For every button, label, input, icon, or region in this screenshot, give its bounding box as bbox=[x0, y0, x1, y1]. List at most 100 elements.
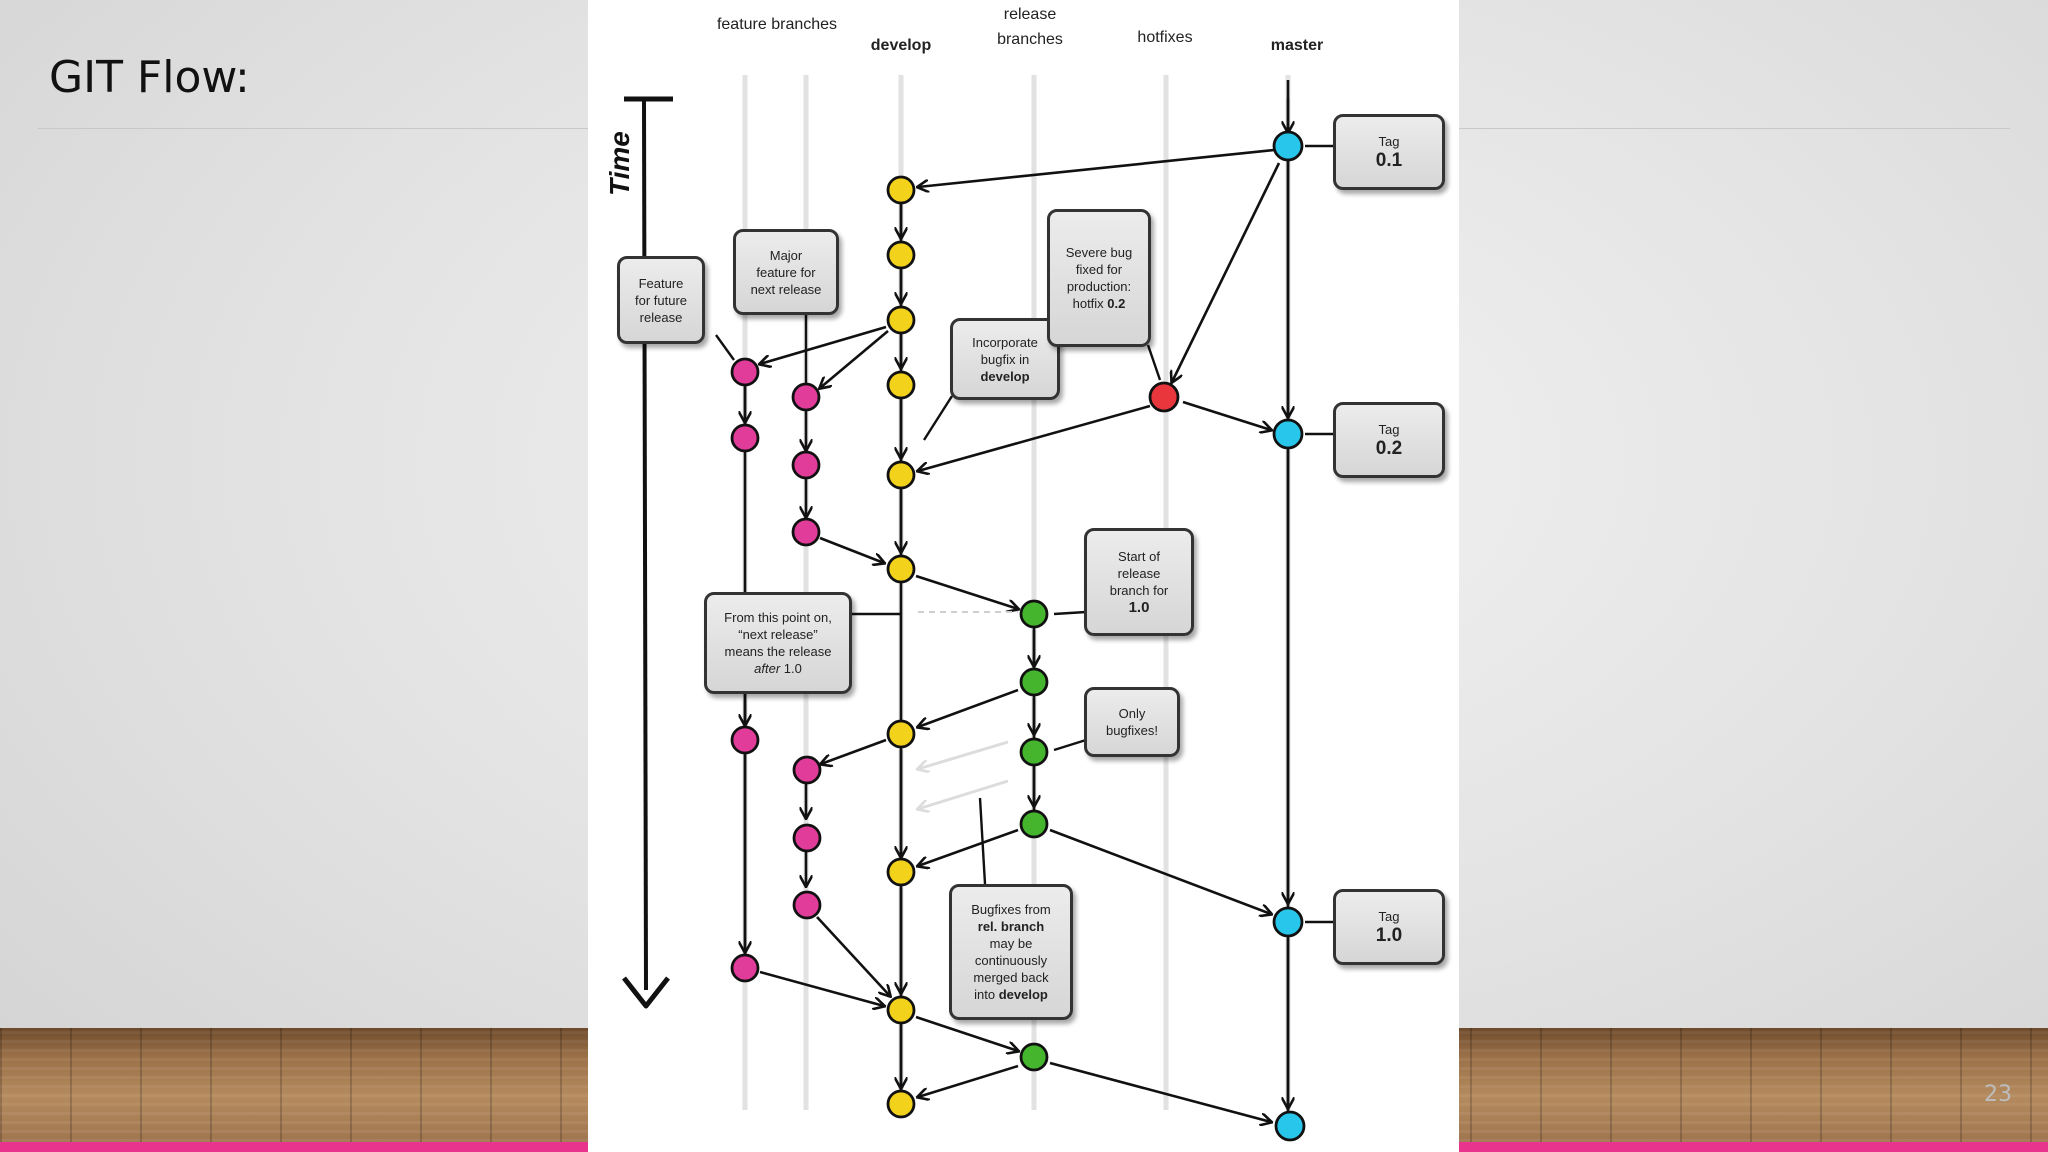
release-commit-4 bbox=[1019, 809, 1049, 839]
arrow-rel-to-dev-1 bbox=[918, 688, 1019, 727]
callout-line: Incorporate bbox=[972, 334, 1038, 350]
tag-label: Tag bbox=[1378, 421, 1400, 437]
master-commit-1.0 bbox=[1272, 906, 1304, 938]
feature1-commit-3 bbox=[730, 725, 760, 755]
callout-line: into develop bbox=[958, 986, 1064, 1003]
commit-arrows bbox=[745, 98, 1288, 1122]
arrow-dev-to-release bbox=[915, 574, 1018, 609]
time-axis bbox=[622, 96, 673, 1009]
callout-start-release: Start of release branch for 1.0 bbox=[1084, 528, 1194, 636]
callout-pointers bbox=[715, 144, 1335, 924]
arrow-f2-to-dev bbox=[819, 536, 884, 563]
arrow-hotfix-to-master bbox=[1182, 400, 1271, 430]
feature1-commit-2 bbox=[730, 423, 760, 453]
callout-line: after 1.0 bbox=[713, 660, 843, 677]
callout-line: branch for bbox=[1109, 583, 1169, 598]
callout-line: may be bbox=[989, 936, 1033, 951]
feature2-commit-1 bbox=[791, 382, 821, 412]
feature1-commit-4 bbox=[730, 953, 760, 983]
callout-line: bugfixes! bbox=[1105, 723, 1159, 738]
callout-from-this-point: From this point on, “next release” means… bbox=[704, 592, 852, 694]
pointer-severe-bug bbox=[1146, 344, 1162, 381]
callout-line: next release bbox=[750, 281, 822, 297]
feature2-commit-2 bbox=[791, 450, 821, 480]
callout-line-bold: rel. branch bbox=[977, 919, 1045, 934]
hotfix-commit-0.2 bbox=[1148, 381, 1180, 413]
tag-0.1: Tag 0.1 bbox=[1333, 114, 1445, 190]
tag-version: 0.1 bbox=[1375, 149, 1403, 171]
callout-line: continuously bbox=[974, 953, 1048, 968]
callout-line: Bugfixes from bbox=[971, 902, 1051, 917]
master-commit-0.1 bbox=[1272, 130, 1304, 162]
arrow-master-to-hotfix bbox=[1172, 162, 1281, 382]
callout-line-bold: develop bbox=[980, 368, 1030, 384]
callout-line-bold: 1.0 bbox=[1128, 599, 1150, 616]
callout-major-feature: Major feature for next release bbox=[733, 229, 839, 315]
feature2-commit-3 bbox=[791, 517, 821, 547]
pointer-feature-future bbox=[715, 334, 735, 361]
feature1-commit-1 bbox=[730, 357, 760, 387]
tag-0.2: Tag 0.2 bbox=[1333, 402, 1445, 478]
develop-commit-4 bbox=[886, 370, 916, 400]
arrow-dev-to-feature2b bbox=[821, 738, 887, 764]
callout-line: From this point on, bbox=[724, 610, 832, 625]
master-commit-0.2 bbox=[1272, 418, 1304, 450]
develop-commit-8 bbox=[886, 857, 916, 887]
arrow-rel-to-master-2 bbox=[1049, 1061, 1271, 1122]
feature2-commit-6 bbox=[792, 890, 822, 920]
arrow-rel-to-master bbox=[1049, 828, 1271, 914]
callout-line: production: bbox=[1066, 279, 1132, 294]
pointer-incorporate bbox=[922, 395, 954, 441]
feature2-commit-4 bbox=[792, 755, 822, 785]
callout-line: Feature bbox=[638, 275, 684, 291]
callout-text: 1.0 bbox=[780, 661, 802, 676]
callout-feature-future: Feature for future release bbox=[617, 256, 705, 344]
tag-label: Tag bbox=[1378, 133, 1400, 149]
lane-label-feature: feature branches bbox=[716, 16, 838, 33]
callout-text-bold: 0.2 bbox=[1107, 296, 1126, 311]
arrow-master-to-develop bbox=[918, 148, 1275, 187]
callout-line: hotfix 0.2 bbox=[1056, 295, 1142, 312]
time-axis-arrowhead bbox=[622, 976, 670, 1009]
callout-only-bugfixes: Only bugfixes! bbox=[1084, 687, 1180, 757]
callout-text: hotfix bbox=[1072, 296, 1108, 311]
arrow-f1-to-dev bbox=[759, 970, 884, 1006]
callout-line: fixed for bbox=[1075, 262, 1123, 277]
develop-commit-2 bbox=[886, 240, 916, 270]
callout-incorporate-bugfix: Incorporate bugfix in develop bbox=[950, 318, 1060, 400]
arrow-rel-to-dev-2 bbox=[918, 828, 1019, 866]
callout-line: release bbox=[639, 309, 683, 325]
develop-commit-10 bbox=[886, 1089, 916, 1119]
callout-severe-bug: Severe bug fixed for production: hotfix … bbox=[1047, 209, 1151, 347]
develop-commit-1 bbox=[886, 175, 916, 205]
arrow-dev-to-feature1 bbox=[760, 325, 887, 364]
pointer-start-release bbox=[1053, 610, 1087, 616]
callout-line: for future bbox=[634, 292, 688, 308]
ghost-arrow-2 bbox=[918, 779, 1009, 809]
commits bbox=[730, 130, 1306, 1142]
git-flow-diagram-panel: feature branches develop release branche… bbox=[588, 0, 1459, 1152]
tag-label: Tag bbox=[1378, 908, 1400, 924]
callout-text: into bbox=[974, 987, 999, 1002]
callout-line: “next release” bbox=[738, 627, 818, 642]
page-number: 23 bbox=[1984, 1082, 2012, 1107]
release-commit-3 bbox=[1019, 737, 1049, 767]
slide-title: GIT Flow: bbox=[49, 52, 250, 103]
callout-line: merged back bbox=[973, 970, 1049, 985]
release-commit-5 bbox=[1019, 1042, 1049, 1072]
lane-label-release: release branches bbox=[997, 6, 1063, 48]
arrow-rel-to-dev-3 bbox=[918, 1064, 1019, 1097]
callout-line: means the release bbox=[724, 644, 832, 659]
lane-label-hotfixes: hotfixes bbox=[1137, 29, 1193, 46]
arrow-f2-to-dev-2 bbox=[816, 916, 890, 996]
pointer-bugfixes-merged bbox=[978, 797, 987, 885]
time-axis-label: Time bbox=[604, 131, 635, 196]
develop-commit-5 bbox=[886, 460, 916, 490]
develop-commit-9 bbox=[886, 995, 916, 1025]
develop-commit-6 bbox=[886, 554, 916, 584]
tag-1.0: Tag 1.0 bbox=[1333, 889, 1445, 965]
callout-line: bugfix in bbox=[980, 351, 1030, 367]
time-axis-line bbox=[642, 98, 648, 991]
release-commit-1 bbox=[1019, 599, 1049, 629]
